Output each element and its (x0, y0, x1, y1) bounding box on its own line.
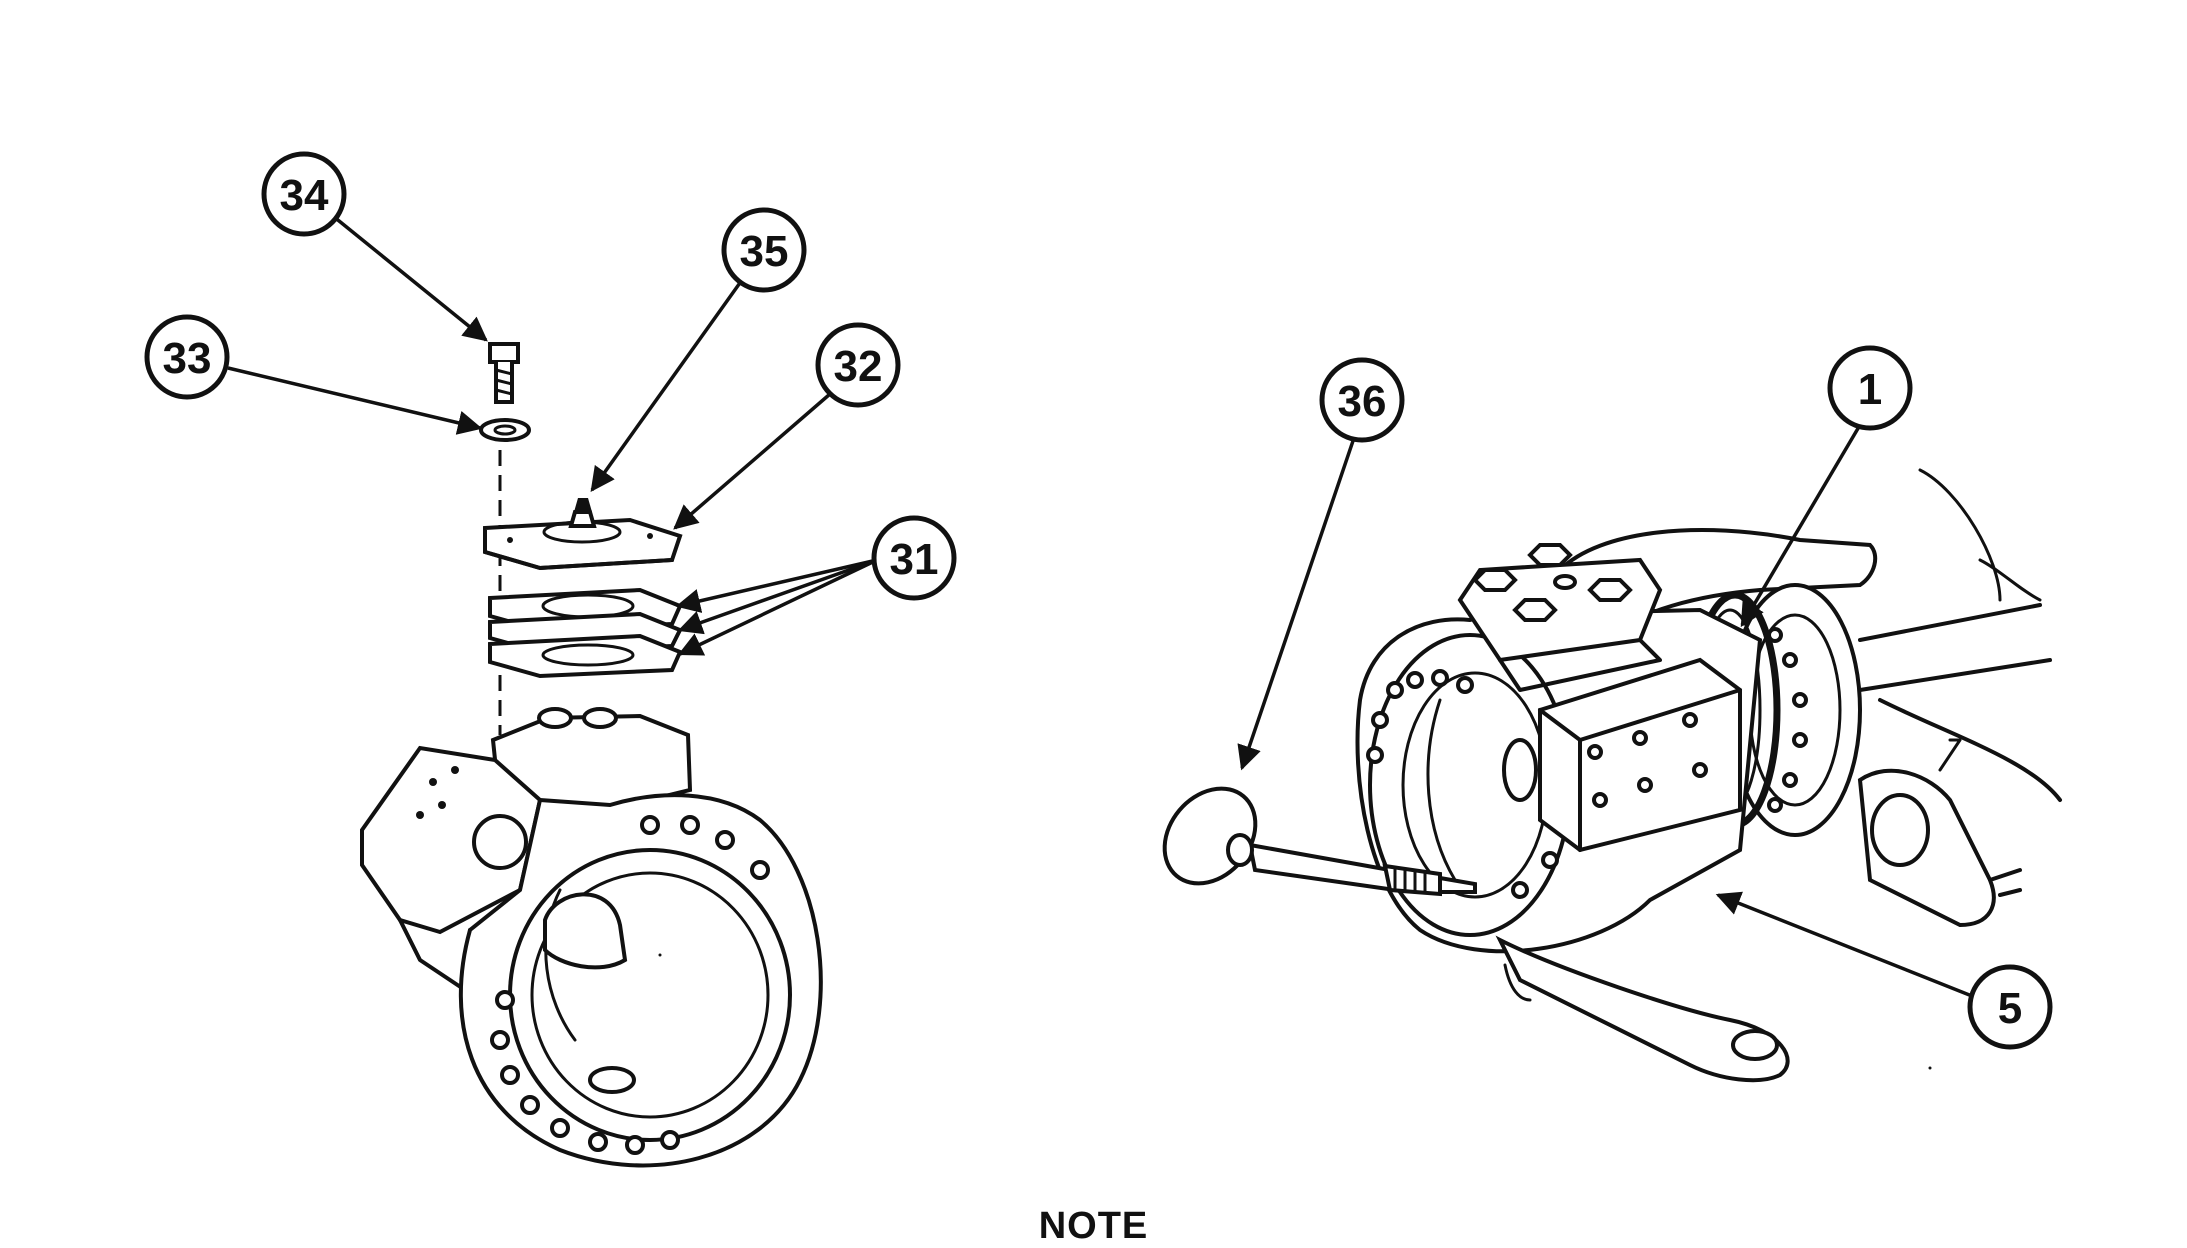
callout-34: 34 (261, 151, 347, 237)
leader-36 (1237, 434, 1357, 771)
leader-31c (677, 558, 878, 656)
cap-plate-part (483, 498, 683, 571)
leader-34 (326, 210, 488, 342)
leader-32 (673, 392, 832, 530)
callout-5-label: 5 (1998, 984, 2022, 1033)
callout-35: 35 (721, 207, 807, 293)
leader-31a (675, 558, 878, 613)
callout-33: 33 (144, 314, 230, 400)
callout-34-label: 34 (280, 171, 329, 220)
leader-lines (227, 210, 1983, 1002)
scan-speck (658, 953, 662, 957)
right-installed-assembly (1162, 468, 2062, 1083)
grease-gun-tool (1162, 786, 1477, 897)
note-heading: NOTE (1038, 1205, 1149, 1247)
scan-speck (1928, 1066, 1932, 1070)
leader-1 (1740, 424, 1862, 628)
callout-36-label: 36 (1338, 377, 1387, 426)
callout-33-label: 33 (163, 334, 212, 383)
shim-stack-part (488, 587, 683, 679)
inner-flange (1728, 583, 1862, 837)
lockwasher-part (479, 418, 531, 442)
callout-1-label: 1 (1858, 365, 1882, 414)
leader-33 (227, 366, 483, 435)
callout-35-label: 35 (740, 227, 789, 276)
callout-31-label: 31 (890, 535, 939, 584)
callout-31: 31 (871, 515, 957, 601)
knuckle-body (1355, 543, 1790, 1083)
capscrew-part (488, 342, 520, 404)
callout-36: 36 (1319, 357, 1405, 443)
left-exploded-assembly (360, 342, 823, 1168)
leader-35 (590, 278, 744, 492)
callout-5: 5 (1967, 964, 2053, 1050)
leader-5 (1715, 891, 1983, 1002)
callout-32: 32 (815, 322, 901, 408)
axle-housing (1857, 468, 2062, 928)
leader-31b (677, 558, 878, 635)
steering-knuckle-housing (360, 707, 823, 1168)
flange-bolt-holes (490, 815, 770, 1155)
callout-32-label: 32 (834, 342, 883, 391)
callout-1: 1 (1827, 345, 1913, 431)
